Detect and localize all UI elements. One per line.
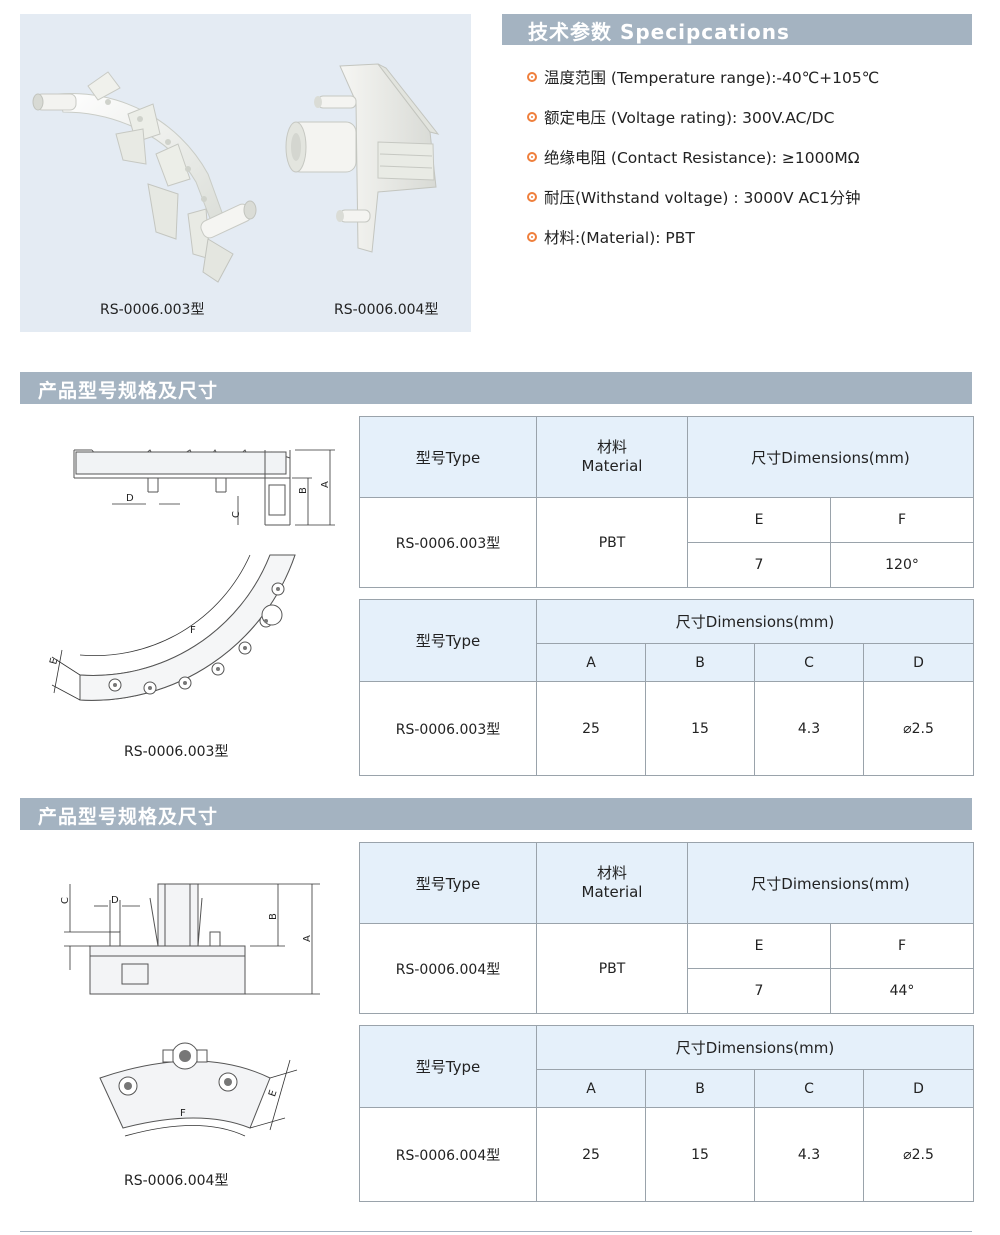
product-photo-rs-0006-003 [32, 71, 257, 283]
photo-caption-rs-0006-003: RS-0006.003型 [100, 302, 205, 318]
header-material-cn: 材料 [596, 438, 627, 456]
cell-value-d: ⌀2.5 [862, 681, 975, 776]
spec-item: 绝缘电阻 (Contact Resistance): ≥1000MΩ [527, 146, 860, 168]
subheader-f: F [829, 923, 975, 969]
drawing-caption: RS-0006.004型 [124, 1173, 229, 1189]
bullet-icon [527, 112, 537, 122]
cell-value-f: 120° [829, 542, 975, 588]
header-material: 材料 Material [536, 842, 688, 924]
section-title: 产品型号规格及尺寸 [38, 806, 219, 828]
section-header-bar [20, 372, 972, 404]
dimension-label-f: F [190, 625, 196, 636]
subheader-d: D [862, 1069, 975, 1108]
header-material-en: Material [581, 457, 643, 475]
bullet-icon [527, 192, 537, 202]
subheader-d: D [862, 643, 975, 682]
spec-table-dimensions: 型号Type 尺寸Dimensions(mm) A B C D RS-0006.… [359, 599, 975, 776]
spec-item: 耐压(Withstand voltage) : 3000V AC1分钟 [527, 186, 861, 208]
header-dimensions: 尺寸Dimensions(mm) [686, 416, 975, 498]
spec-item-text: 绝缘电阻 (Contact Resistance): ≥1000MΩ [544, 149, 860, 167]
header-type: 型号Type [359, 416, 537, 498]
cell-value-a: 25 [536, 681, 646, 776]
technical-drawing-front-view: D C B A [60, 883, 320, 995]
cell-value-d: ⌀2.5 [862, 1107, 975, 1202]
dimension-label-b: B [298, 487, 309, 494]
header-dimensions: 尺寸Dimensions(mm) [686, 842, 975, 924]
spec-item: 温度范围 (Temperature range):-40℃+105℃ [527, 66, 879, 88]
dimension-label-c: C [60, 897, 71, 904]
specs-title: 技术参数 Specipcations [528, 20, 790, 44]
spec-item: 材料:(Material): PBT [527, 226, 695, 248]
cell-value-b: 15 [645, 681, 755, 776]
dimension-label-d: D [111, 895, 119, 906]
dimension-label-a: A [302, 935, 313, 942]
specs-header-bar [502, 14, 972, 45]
header-dimensions: 尺寸Dimensions(mm) [535, 1025, 975, 1070]
spec-item-text: 材料:(Material): PBT [544, 229, 695, 247]
subheader-b: B [645, 643, 755, 682]
header-dimensions: 尺寸Dimensions(mm) [535, 599, 975, 644]
bullet-icon [527, 152, 537, 162]
subheader-a: A [536, 643, 646, 682]
spec-table-material: 型号Type 材料 Material 尺寸Dimensions(mm) RS-0… [359, 416, 975, 588]
subheader-b: B [645, 1069, 755, 1108]
spec-table-dimensions: 型号Type 尺寸Dimensions(mm) A B C D RS-0006.… [359, 1025, 975, 1202]
cell-type: RS-0006.003型 [359, 681, 537, 776]
bottom-divider [20, 1231, 972, 1232]
spec-table-material: 型号Type 材料 Material 尺寸Dimensions(mm) RS-0… [359, 842, 975, 1014]
cell-type: RS-0006.004型 [359, 923, 537, 1014]
drawing-caption: RS-0006.003型 [124, 744, 229, 760]
subheader-f: F [829, 497, 975, 543]
dimension-label-f: F [180, 1108, 186, 1119]
spec-item-text: 耐压(Withstand voltage) : 3000V AC1分钟 [544, 189, 861, 207]
header-material: 材料 Material [536, 416, 688, 498]
subheader-e: E [687, 497, 831, 543]
subheader-a: A [536, 1069, 646, 1108]
product-photo-rs-0006-004 [285, 63, 440, 253]
subheader-c: C [754, 643, 864, 682]
bullet-icon [527, 72, 537, 82]
cell-value-c: 4.3 [754, 681, 864, 776]
header-material-en: Material [581, 883, 643, 901]
dimension-label-b: B [268, 913, 279, 920]
cell-type: RS-0006.003型 [359, 497, 537, 588]
technical-drawing-side-view: D C B A [73, 449, 335, 526]
spec-item-text: 额定电压 (Voltage rating): 300V.AC/DC [544, 109, 835, 127]
dimension-label-e: E [267, 1089, 279, 1098]
header-type: 型号Type [359, 842, 537, 924]
cell-value-f: 44° [829, 968, 975, 1014]
dimension-label-d: D [126, 493, 134, 504]
cell-material: PBT [536, 923, 688, 1014]
spec-item: 额定电压 (Voltage rating): 300V.AC/DC [527, 106, 834, 128]
cell-value-e: 7 [687, 968, 831, 1014]
subheader-e: E [687, 923, 831, 969]
photo-caption-rs-0006-004: RS-0006.004型 [334, 302, 439, 318]
subheader-c: C [754, 1069, 864, 1108]
section-header-bar [20, 798, 972, 830]
spec-item-text: 温度范围 (Temperature range):-40℃+105℃ [544, 69, 880, 87]
header-type: 型号Type [359, 1025, 537, 1108]
dimension-label-c: C [231, 511, 242, 518]
cell-value-b: 15 [645, 1107, 755, 1202]
dimension-label-e: E [48, 657, 60, 666]
cell-material: PBT [536, 497, 688, 588]
technical-drawing-arc-view: F E [48, 554, 296, 701]
cell-value-e: 7 [687, 542, 831, 588]
product-photo-panel: RS-0006.003型 RS-0006.004型 [20, 14, 471, 332]
bullet-icon [527, 232, 537, 242]
cell-value-c: 4.3 [754, 1107, 864, 1202]
technical-drawing-arc-segment: F E [99, 1042, 298, 1137]
dimension-label-a: A [320, 481, 331, 488]
cell-value-a: 25 [536, 1107, 646, 1202]
cell-type: RS-0006.004型 [359, 1107, 537, 1202]
header-type: 型号Type [359, 599, 537, 682]
section-title: 产品型号规格及尺寸 [38, 380, 219, 402]
header-material-cn: 材料 [596, 864, 627, 882]
